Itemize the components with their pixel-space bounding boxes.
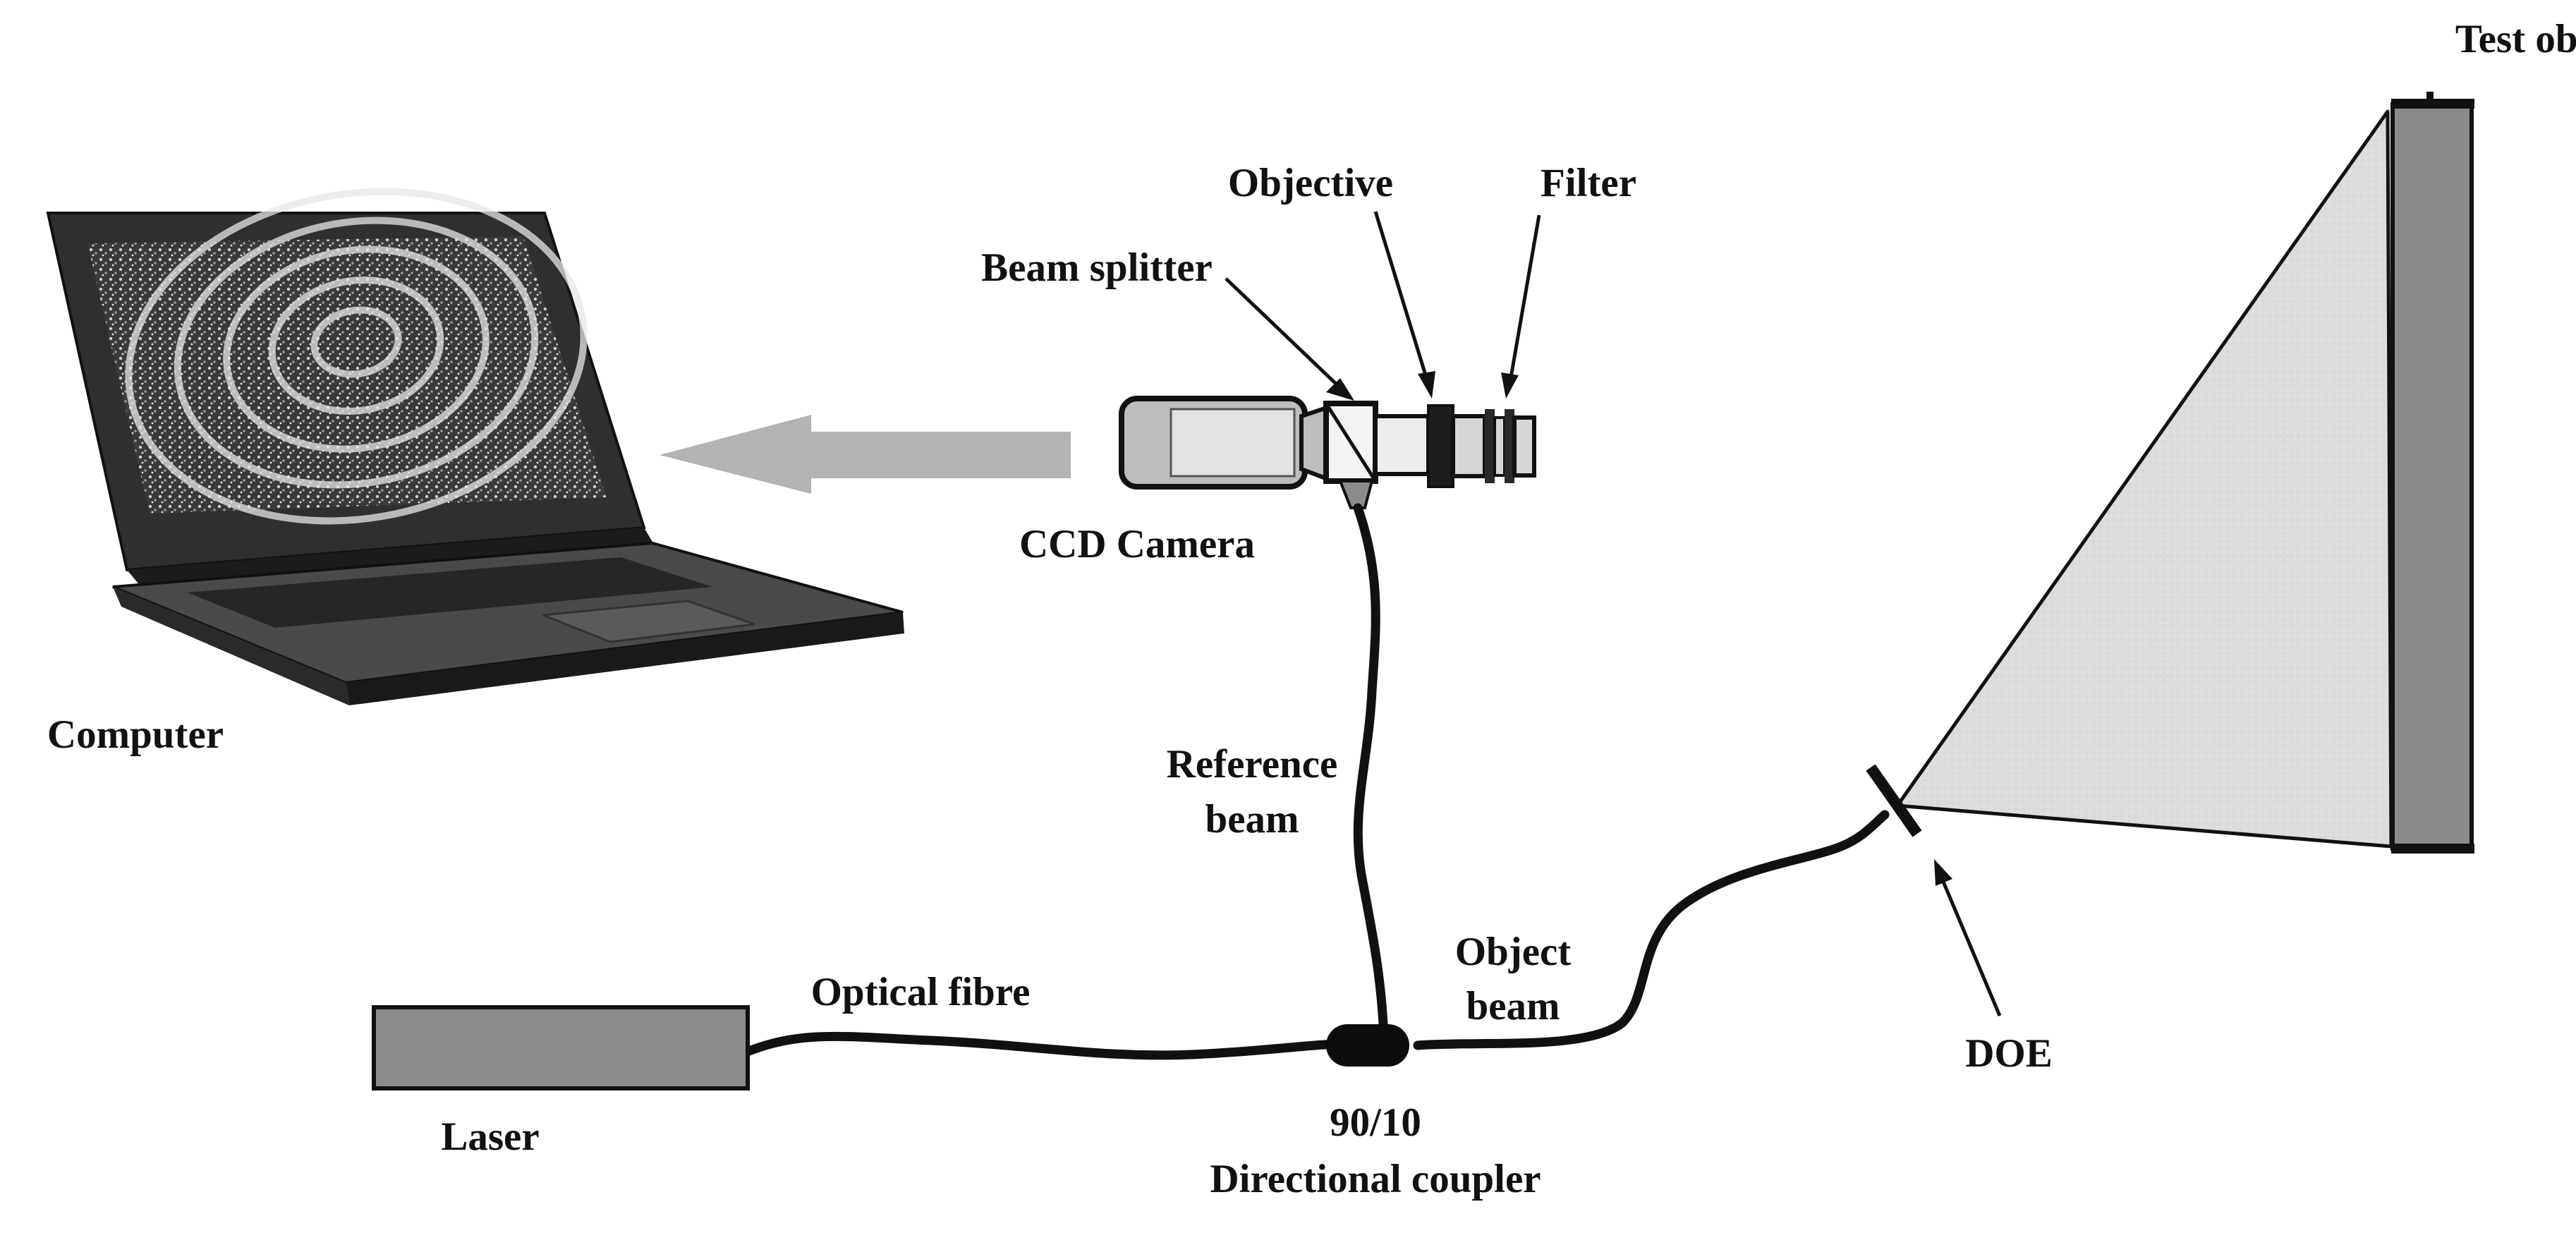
ccd-camera-label: CCD Camera (1019, 522, 1255, 566)
coupler-ratio-label: 90/10 (1330, 1100, 1421, 1145)
object-beam-label-line1: Object (1455, 930, 1572, 974)
doe-pointer (1941, 881, 2002, 1016)
fibre-coupler-icon (1326, 1024, 1409, 1067)
laser-label: Laser (441, 1114, 539, 1159)
beam-splitter-label: Beam splitter (981, 245, 1213, 290)
filter-pointer (1509, 214, 1541, 378)
ccd-camera-icon (1119, 396, 1536, 509)
reference-beam-label-line2: beam (1205, 797, 1299, 842)
filter-label: Filter (1541, 161, 1636, 205)
data-transfer-arrow (660, 415, 1071, 494)
objective-arrowhead (1418, 371, 1435, 399)
test-object-plate (2390, 92, 2474, 854)
computer-label: Computer (47, 712, 224, 757)
laptop-icon (46, 188, 904, 705)
test-object-label: Test object (2455, 17, 2576, 61)
doe-arrowhead (1934, 859, 1952, 886)
filter-arrowhead (1501, 372, 1519, 399)
beam-splitter-pointer (1225, 277, 1338, 386)
object-beam-label-line2: beam (1466, 984, 1560, 1028)
reference-beam-fibre (1353, 503, 1389, 1042)
laser-source-icon (372, 1005, 750, 1091)
objective-pointer (1373, 211, 1428, 378)
pointer-arrows (1225, 211, 2002, 1016)
optical-fibre-label: Optical fibre (811, 970, 1031, 1014)
objective-label: Objective (1228, 161, 1393, 205)
doe-element (1866, 764, 1922, 837)
object-beam-fibre (1413, 810, 1890, 1050)
reference-beam-label-line1: Reference (1167, 742, 1338, 786)
beam-splitter-arrowhead (1326, 378, 1354, 401)
coupler-name-label: Directional coupler (1210, 1157, 1541, 1201)
illumination-beam-cone (1895, 109, 2393, 849)
optical-fibre (744, 1031, 1349, 1060)
doe-label: DOE (1965, 1031, 2053, 1076)
